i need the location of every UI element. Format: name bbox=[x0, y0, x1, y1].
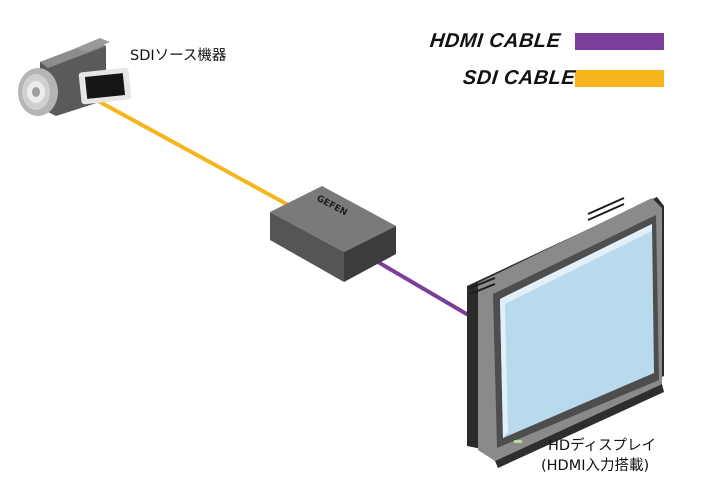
camera-label: SDIソース機器 bbox=[130, 48, 227, 64]
video-camera-icon bbox=[18, 38, 132, 116]
display-label-line1: HDディスプレイ bbox=[548, 438, 657, 454]
monitor-icon bbox=[467, 197, 664, 468]
display-label-line2: (HDMI入力搭載) bbox=[541, 458, 650, 474]
hdmi-cable-swatch bbox=[575, 33, 664, 50]
sdi-cable-line bbox=[98, 100, 294, 209]
sdi-cable-legend-label: SDI CABLE bbox=[461, 67, 577, 89]
hdmi-cable-line bbox=[376, 260, 472, 318]
converter-box-icon: GEFEN bbox=[270, 186, 396, 282]
hdmi-cable-legend-label: HDMI CABLE bbox=[428, 30, 562, 52]
sdi-cable-swatch bbox=[575, 70, 664, 87]
